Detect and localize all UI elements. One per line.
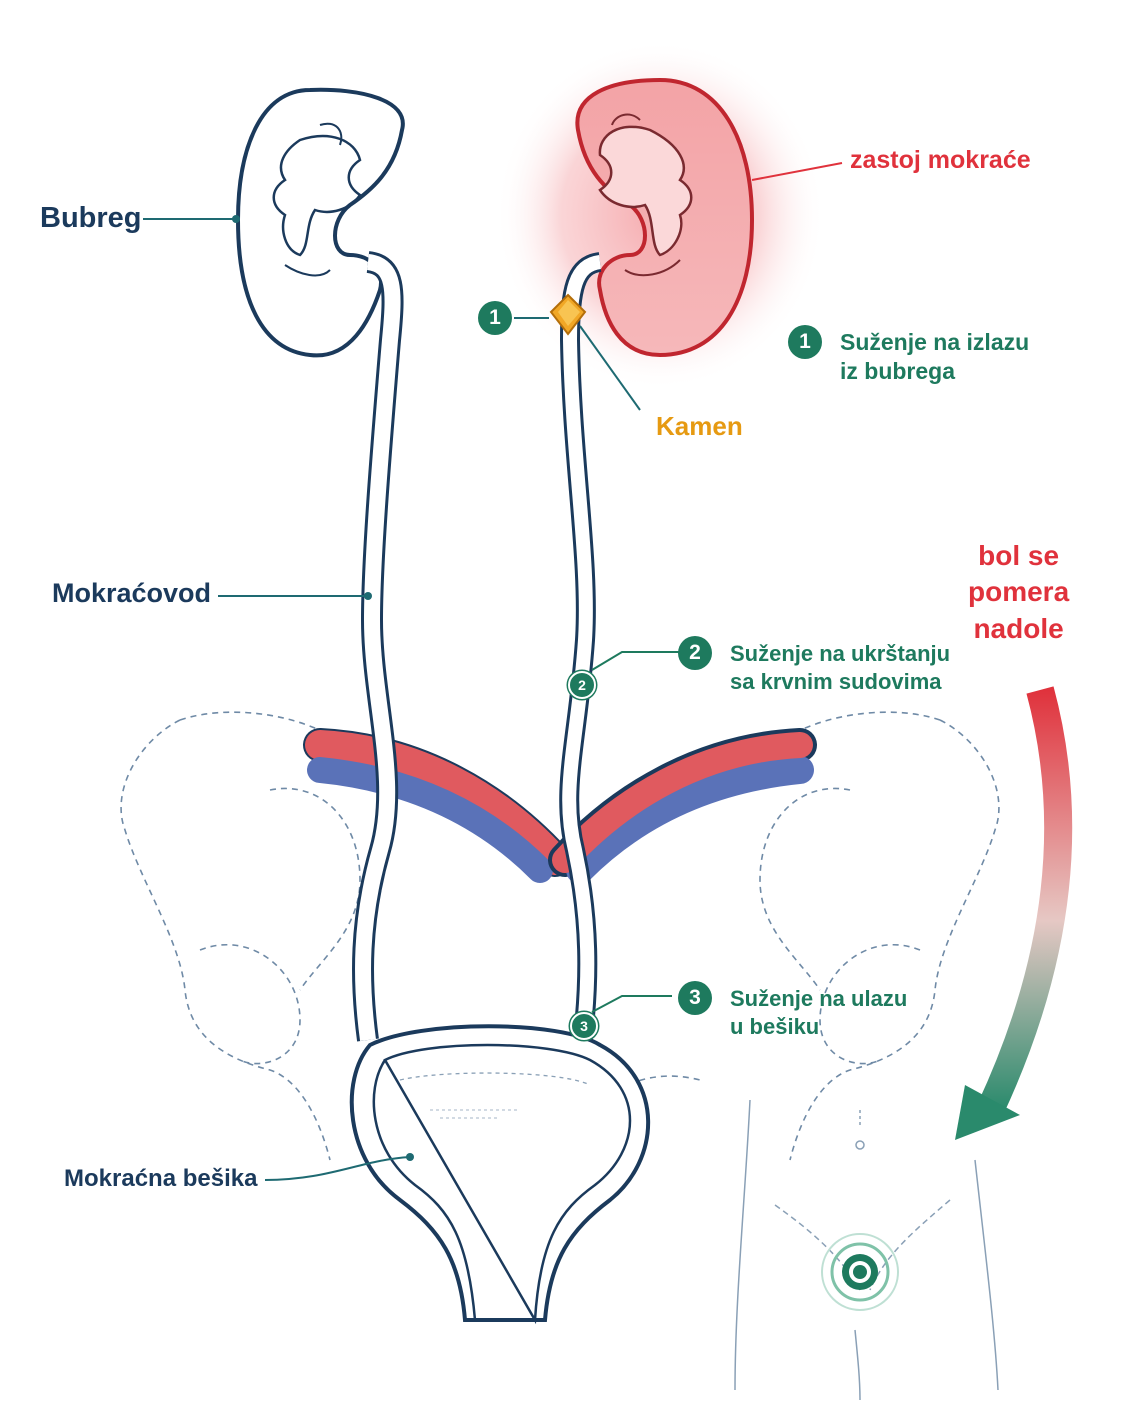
right-kidney bbox=[495, 40, 825, 390]
pain-note-line2: pomera bbox=[968, 576, 1070, 608]
narrowing-2-badge: 2 bbox=[678, 636, 712, 670]
narrowing-3-badge: 3 bbox=[678, 981, 712, 1015]
stone-label: Kamen bbox=[656, 411, 743, 441]
abdomen-sketch bbox=[734, 1099, 999, 1401]
narrowing-3-label: Suženje na ulazu u bešiku bbox=[730, 985, 907, 1040]
blood-vessels bbox=[303, 728, 817, 884]
bladder-label: Mokraćna bešika bbox=[64, 1165, 258, 1192]
narrowing-1-badge: 1 bbox=[788, 325, 822, 359]
narrowing-3-marker: 3 bbox=[570, 1012, 598, 1040]
narrowing-2-marker: 2 bbox=[568, 671, 596, 699]
ureter-label: Mokraćovod bbox=[52, 578, 212, 608]
urine-stasis-label: zastoj mokraće bbox=[850, 146, 1031, 174]
narrowing-2-label: Suženje na ukrštanju sa krvnim sudovima bbox=[730, 640, 950, 695]
pain-note-line1: bol se bbox=[978, 540, 1060, 571]
narrowing-1-label: Suženje na izlazu iz bubrega bbox=[840, 328, 1029, 386]
pain-note: bol se pomera nadole bbox=[968, 538, 1069, 647]
bladder bbox=[349, 1024, 651, 1325]
pelvis-outline bbox=[120, 711, 1000, 1161]
narrowing-1-line2: iz bubrega bbox=[840, 357, 956, 384]
narrowing-3-line1: Suženje na ulazu bbox=[730, 986, 908, 1011]
left-ureter bbox=[352, 251, 404, 1042]
narrowing-2-line2: sa krvnim sudovima bbox=[730, 668, 942, 694]
pain-direction-arrow bbox=[955, 686, 1073, 1140]
narrowing-3-line2: u bešiku bbox=[730, 1013, 820, 1039]
narrowing-1-line1: Suženje na izlazu bbox=[840, 329, 1030, 355]
narrowing-2-line1: Suženje na ukrštanju bbox=[730, 641, 951, 666]
pain-target-icon bbox=[821, 1233, 899, 1311]
right-ureter bbox=[559, 252, 603, 1047]
leader-lines bbox=[143, 162, 843, 1181]
kidney-label: Bubreg bbox=[40, 202, 142, 234]
left-kidney bbox=[235, 87, 405, 358]
pain-note-line3: nadole bbox=[973, 612, 1064, 644]
narrowing-1-badge-on-ureter: 1 bbox=[478, 301, 512, 335]
kidney-stone bbox=[549, 293, 587, 336]
